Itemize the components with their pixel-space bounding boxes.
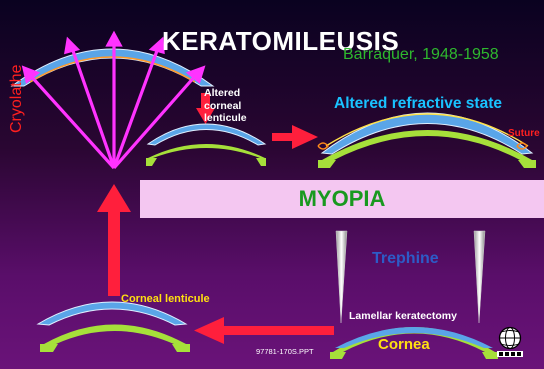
- altered-lenticule-label: Altered corneal lenticule: [204, 87, 247, 125]
- cryolathe-label: Cryolathe: [8, 65, 26, 133]
- altered-lenticule-shape: [146, 124, 266, 166]
- credit-label: Barraquer, 1948-1958: [343, 46, 499, 64]
- suture-label: Suture: [508, 128, 540, 139]
- corneal-lenticule-label: Corneal lenticule: [121, 293, 210, 305]
- corneal-lenticule-shape: [38, 302, 190, 352]
- altered-refractive-cornea: [318, 113, 536, 168]
- arrow-to-refractive-state: [272, 125, 318, 149]
- altered-refractive-state-label: Altered refractive state: [334, 95, 502, 113]
- arrow-to-corneal-lenticule: [194, 317, 334, 344]
- myopia-label: MYOPIA: [140, 186, 544, 212]
- globe-logo-icon: [497, 328, 523, 358]
- arrow-up-to-cryolathe: [97, 184, 131, 296]
- cornea-label: Cornea: [378, 336, 430, 353]
- trephine-label: Trephine: [372, 250, 439, 268]
- slide-code: 97781-170S.PPT: [256, 347, 314, 356]
- lamellar-keratectomy-label: Lamellar keratectomy: [349, 310, 457, 322]
